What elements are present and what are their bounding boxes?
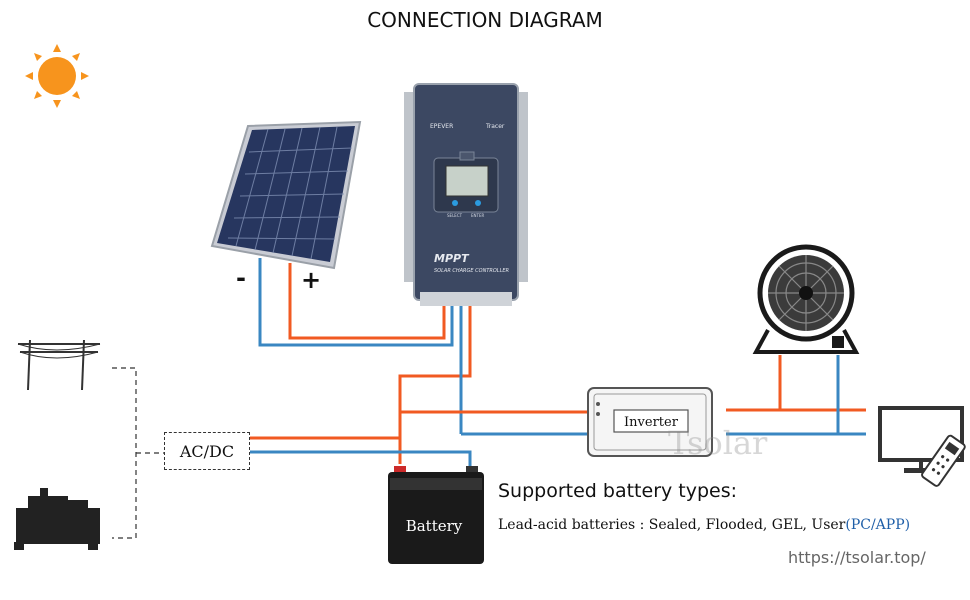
acdc-label: AC/DC: [179, 441, 235, 461]
controller-mppt-label: MPPT: [434, 252, 470, 265]
source-bracket: [112, 367, 137, 539]
controller-subtitle: SOLAR CHARGE CONTROLLER: [434, 268, 509, 274]
remote-icon: [921, 434, 966, 487]
inverter-label: Inverter: [624, 415, 679, 430]
fan-icon: [752, 244, 860, 354]
supported-types: Lead-acid batteries : Sealed, Flooded, G…: [498, 517, 846, 533]
tv-icon: [878, 406, 964, 473]
battery-positive-wire: [398, 304, 472, 464]
sun-icon: [25, 44, 89, 108]
controller-brand: EPEVER: [430, 123, 453, 130]
battery-label: Battery: [406, 517, 463, 535]
controller-model: Tracer: [485, 123, 505, 130]
source-url: https://tsolar.top/: [788, 548, 926, 567]
battery: Battery: [388, 466, 484, 564]
supported-highlight: (PC/APP): [845, 517, 911, 533]
panel-negative-label: -: [236, 264, 246, 292]
acdc-negative-wire: [250, 450, 472, 470]
controller-button-select: SELECT: [447, 213, 463, 218]
watermark: Tsolar: [668, 424, 768, 462]
solar-panel: [210, 120, 362, 270]
panel-negative-wire: [258, 258, 454, 347]
controller-button-enter: ENTER: [471, 213, 484, 218]
mppt-controller: EPEVER Tracer SELECT ENTER MPPT SOLAR CH…: [404, 83, 528, 306]
generator-icon: [14, 488, 100, 550]
panel-positive-wire: [288, 263, 446, 340]
supported-text: Lead-acid batteries : Sealed, Flooded, G…: [498, 517, 910, 533]
supported-title: Supported battery types:: [498, 480, 738, 502]
panel-positive-label: +: [301, 266, 321, 294]
inverter: Inverter: [587, 387, 713, 457]
power-line-icon: [17, 339, 101, 391]
acdc-converter: AC/DC: [164, 432, 250, 470]
page-title: CONNECTION DIAGRAM: [367, 8, 603, 32]
